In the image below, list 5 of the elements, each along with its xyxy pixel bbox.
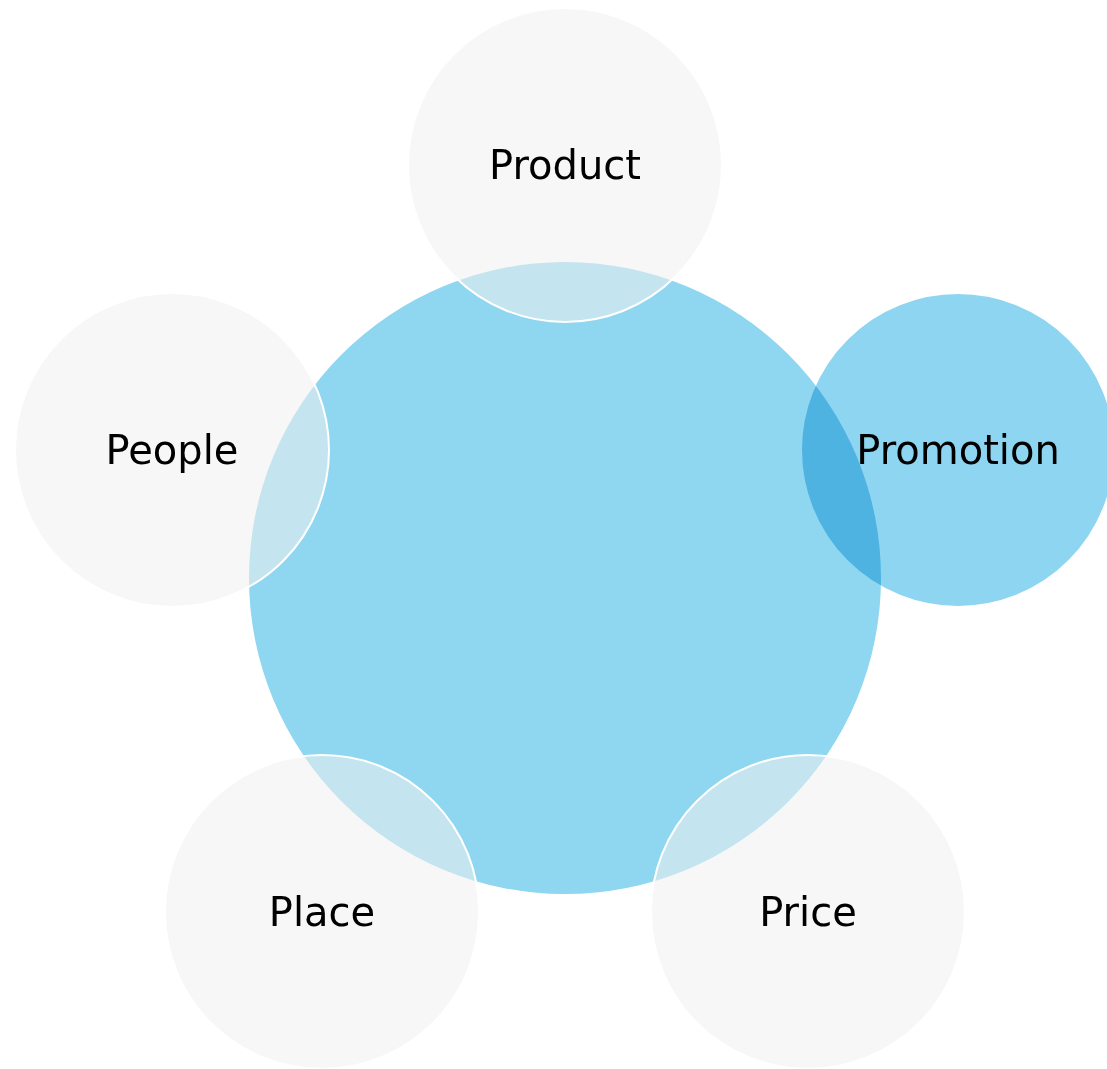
circle-label: People	[105, 427, 239, 473]
circle-label: Promotion	[856, 427, 1060, 473]
circle-label: Place	[268, 889, 376, 935]
circle-label: Product	[489, 142, 641, 188]
circle-label: Price	[759, 889, 857, 935]
